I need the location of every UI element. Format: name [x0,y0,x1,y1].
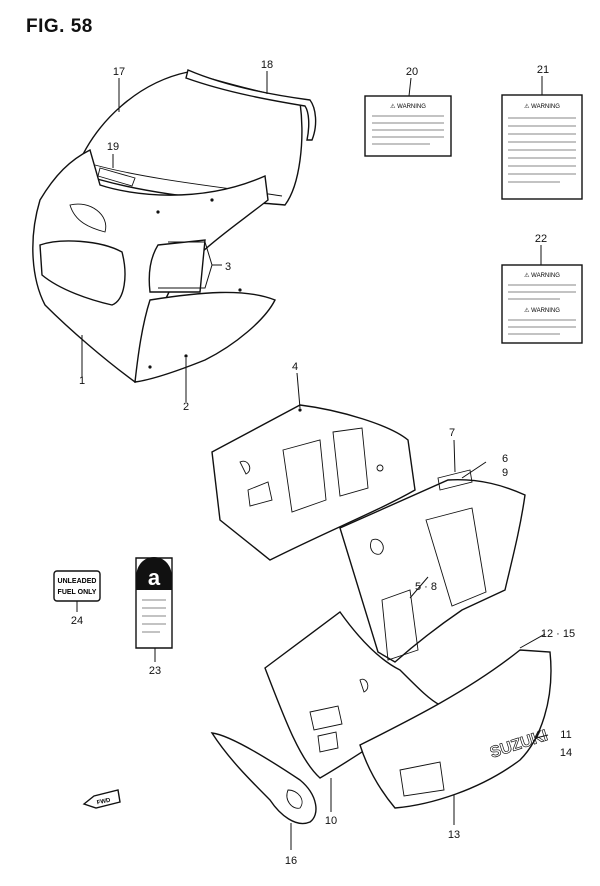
warning-text: ⚠ WARNING [390,103,426,110]
callout-19: 19 [107,141,119,153]
callout-7: 7 [449,427,455,439]
side-fairing [134,291,276,383]
a-mark: a [148,565,161,590]
warning-label-21: ⚠ WARNING [501,94,583,200]
fuel-label-line1: UNLEADED [58,578,97,585]
callout-20: 20 [406,66,418,78]
callout-17: 17 [113,66,125,78]
callout-4: 4 [292,361,298,373]
callout-3: 3 [225,261,231,273]
side-cowling [211,404,526,663]
warning-label-22: ⚠ WARNING ⚠ WARNING [501,264,583,344]
fuel-label: UNLEADED FUEL ONLY [53,570,101,602]
callout-11: 11 [560,729,571,741]
screen-trim [185,69,317,141]
bracket [210,732,317,825]
fuel-label-line2: FUEL ONLY [58,589,97,596]
windscreen [74,71,303,206]
callout-16: 16 [285,855,297,867]
callout-6: 6 [502,453,508,465]
callout-2: 2 [183,401,189,413]
inner-cowling-panel [211,404,416,561]
warning-text-2: ⚠ WARNING [524,307,560,314]
warning-text: ⚠ WARNING [524,103,560,110]
callout-14: 14 [560,747,572,759]
upper-cowling [32,69,317,384]
callout-24: 24 [71,615,83,627]
callout-23: 23 [149,665,161,677]
outer-cowling-panel [339,478,526,663]
callout-9: 9 [502,467,508,479]
inner-panel [148,239,206,293]
warning-text: ⚠ WARNING [524,272,560,279]
callout-5-8: 5 · 8 [415,581,437,593]
headlight-opening [39,240,126,306]
callout-1: 1 [79,375,85,387]
callout-13: 13 [448,829,460,841]
forward-arrow-icon: FWD [82,789,121,809]
fwd-text: FWD [96,798,111,807]
warning-label-20: ⚠ WARNING [364,95,452,157]
emblem [97,167,136,187]
callout-18: 18 [261,59,273,71]
callout-12-15: 12 · 15 [541,628,575,640]
callout-21: 21 [537,64,549,76]
gsx-decal [381,589,419,661]
callouts: 1 2 3 4 5 · 8 6 7 9 10 11 12 · 15 13 14 … [71,59,575,867]
callout-10: 10 [325,815,337,827]
callout-22: 22 [535,233,547,245]
a-label: a [135,557,173,649]
under-cowling: SUZUKI [210,611,552,825]
leader-lines [76,71,549,850]
figure-title: FIG. 58 [26,16,93,37]
